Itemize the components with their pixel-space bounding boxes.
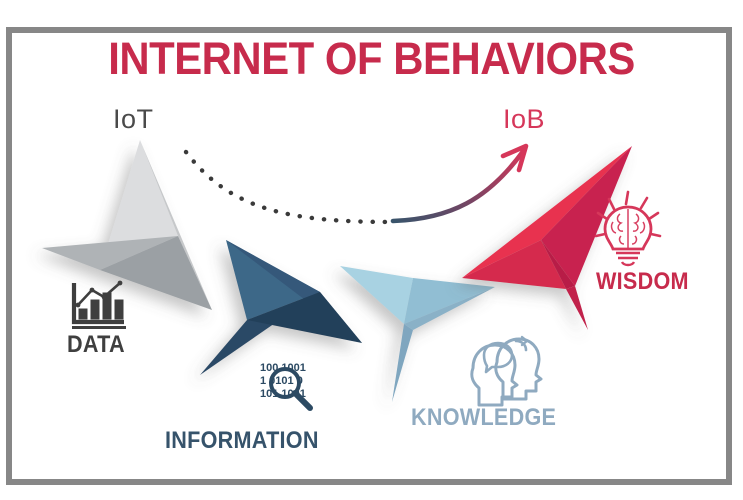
endpoint-label-iot: IoT bbox=[113, 104, 154, 134]
brain-bulb-icon bbox=[594, 190, 662, 267]
stage-label-information: INFORMATION bbox=[165, 427, 319, 454]
arrow-knowledge bbox=[340, 266, 495, 402]
arrow-wisdom bbox=[462, 146, 632, 330]
connector-solid-arrow bbox=[390, 143, 529, 224]
stage-label-knowledge: KNOWLEDGE bbox=[411, 404, 557, 431]
stage-label-data: DATA bbox=[67, 331, 125, 358]
endpoint-label-iob: IoB bbox=[503, 104, 546, 134]
connector-dotted-curve bbox=[183, 149, 395, 225]
two-heads-icon bbox=[470, 335, 543, 407]
stage-label-wisdom: WISDOM bbox=[596, 268, 689, 295]
arrow-data bbox=[42, 140, 212, 310]
page-title: INTERNET OF BEHAVIORS bbox=[108, 33, 635, 84]
magnifier-binary-icon: 100 1001 1 0101 0 101 1001 bbox=[260, 362, 313, 411]
bar-chart-icon bbox=[71, 280, 126, 329]
arrow-information bbox=[200, 240, 362, 375]
